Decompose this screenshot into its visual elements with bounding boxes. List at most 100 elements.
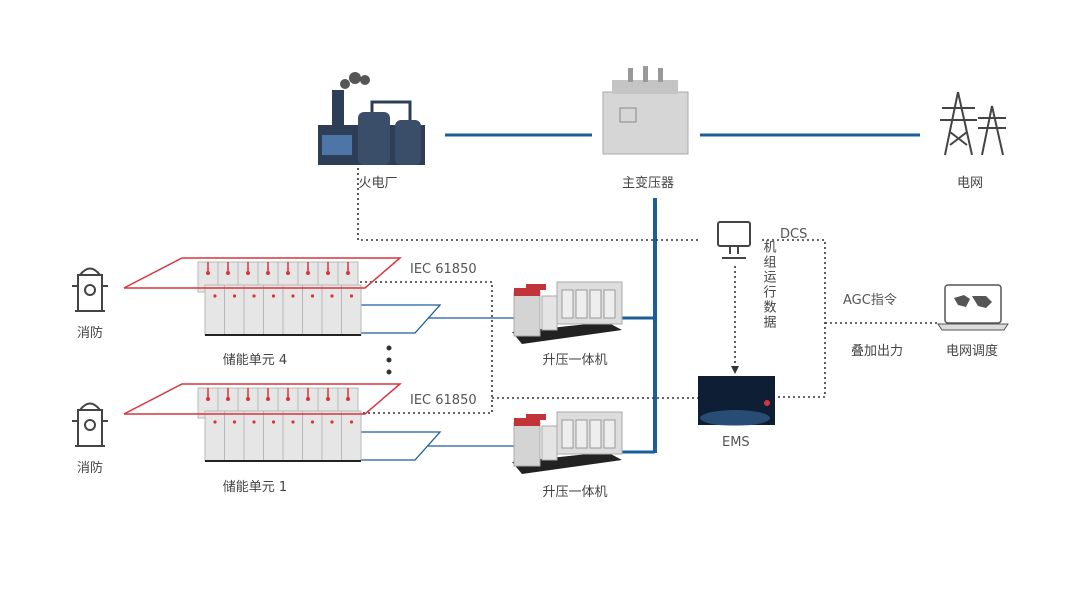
panel [561, 419, 574, 449]
label-storage-4: 储能单元 4 [223, 353, 287, 368]
label-unit-data: 机组运行数据 [761, 240, 777, 330]
cabinet-front [321, 284, 342, 336]
cabinet-front [243, 284, 264, 336]
indicator-light [213, 294, 217, 298]
pcs-box [513, 421, 541, 467]
label-ems: EMS [722, 435, 750, 450]
pcs-box [513, 291, 541, 337]
arrow-icon [731, 366, 739, 374]
cabinet-front [302, 410, 323, 462]
bus-node [226, 271, 230, 275]
cabinet-front [204, 410, 225, 462]
pcs-roof [514, 418, 540, 426]
indicator-light [291, 420, 295, 424]
label-boost-1: 升压一体机 [542, 353, 607, 368]
cabinet-front [204, 284, 225, 336]
comm-dcs-agc [762, 239, 826, 398]
bus-node [206, 397, 210, 401]
panel [575, 419, 588, 449]
cabinet-front [263, 284, 284, 336]
pcs-roof [526, 284, 546, 290]
cabinet-front [282, 410, 303, 462]
base [512, 452, 622, 474]
fire-hydrant-icon [72, 267, 108, 312]
indicator-light [349, 294, 354, 298]
cabinet-front [302, 284, 323, 336]
ac-bus-frame [123, 257, 403, 289]
cabinet-front [341, 410, 362, 462]
panel [589, 419, 602, 449]
monitor-icon [717, 221, 751, 259]
indicator-light [252, 420, 256, 424]
indicator-light [291, 294, 295, 298]
label-fire-1: 消防 [77, 325, 103, 341]
cabinet-front [282, 284, 303, 336]
indicator-light [213, 420, 217, 424]
boost-unit-1-icon [512, 281, 623, 344]
cabinet [541, 295, 558, 331]
label-superimposed-output: 叠加出力 [851, 344, 903, 359]
cable-storage-4 [360, 304, 515, 334]
bus-node [206, 271, 210, 275]
pcs-roof [514, 288, 540, 296]
base [512, 322, 622, 344]
label-grid-dispatch: 电网调度 [946, 343, 998, 359]
indicator-light [310, 420, 315, 424]
label-storage-1: 储能单元 1 [223, 480, 287, 495]
laptop-icon [937, 284, 1009, 331]
label-fire-2: 消防 [77, 460, 103, 476]
indicator-light [271, 294, 276, 298]
storage-unit-4 [123, 257, 403, 336]
panel [603, 419, 616, 449]
panel [603, 289, 616, 319]
label-dcs: DCS [780, 227, 807, 242]
bus-node [226, 397, 230, 401]
bus-node [346, 397, 350, 401]
panel [575, 289, 588, 319]
label-boost-2: 升压一体机 [542, 485, 607, 500]
pcs-roof [526, 414, 546, 420]
storage-unit-1 [123, 383, 403, 462]
bus-node [246, 397, 250, 401]
label-power-plant: 火电厂 [358, 176, 397, 191]
panel [589, 289, 602, 319]
label-iec-2: IEC 61850 [410, 393, 477, 408]
indicator-light [232, 294, 237, 298]
bus-node [266, 271, 270, 275]
bus-node [326, 271, 330, 275]
ac-bus-frame [123, 383, 403, 415]
label-agc: AGC指令 [843, 293, 897, 308]
indicator-light [252, 294, 256, 298]
label-main-transformer: 主变压器 [622, 175, 674, 191]
indicator-light [330, 294, 334, 298]
fire-hydrant-icon [72, 402, 108, 447]
bus-node [286, 271, 290, 275]
cabinet-front [341, 284, 362, 336]
cabinet [541, 425, 558, 461]
bus-node [346, 271, 350, 275]
ellipsis-dots [386, 345, 392, 375]
bus-node [306, 271, 310, 275]
comm-plant-dcs [357, 168, 700, 241]
power-plant-icon [318, 72, 425, 165]
bus-node [266, 397, 270, 401]
comm-iec-loop [355, 281, 493, 414]
cabinet-front [321, 410, 342, 462]
indicator-light [271, 420, 276, 424]
indicator-light [310, 294, 315, 298]
ems-screen-icon [698, 376, 775, 426]
boost-unit-2-icon [512, 411, 623, 474]
indicator-light [349, 420, 354, 424]
label-grid: 电网 [957, 176, 983, 191]
cabinet-front [224, 410, 245, 462]
bus-node [326, 397, 330, 401]
transmission-tower-icon [940, 91, 1006, 156]
indicator-light [232, 420, 237, 424]
cabinet-front [243, 410, 264, 462]
cable-storage-1 [360, 431, 515, 461]
transformer-icon [602, 66, 689, 155]
bus-node [246, 271, 250, 275]
label-iec-1: IEC 61850 [410, 262, 477, 277]
